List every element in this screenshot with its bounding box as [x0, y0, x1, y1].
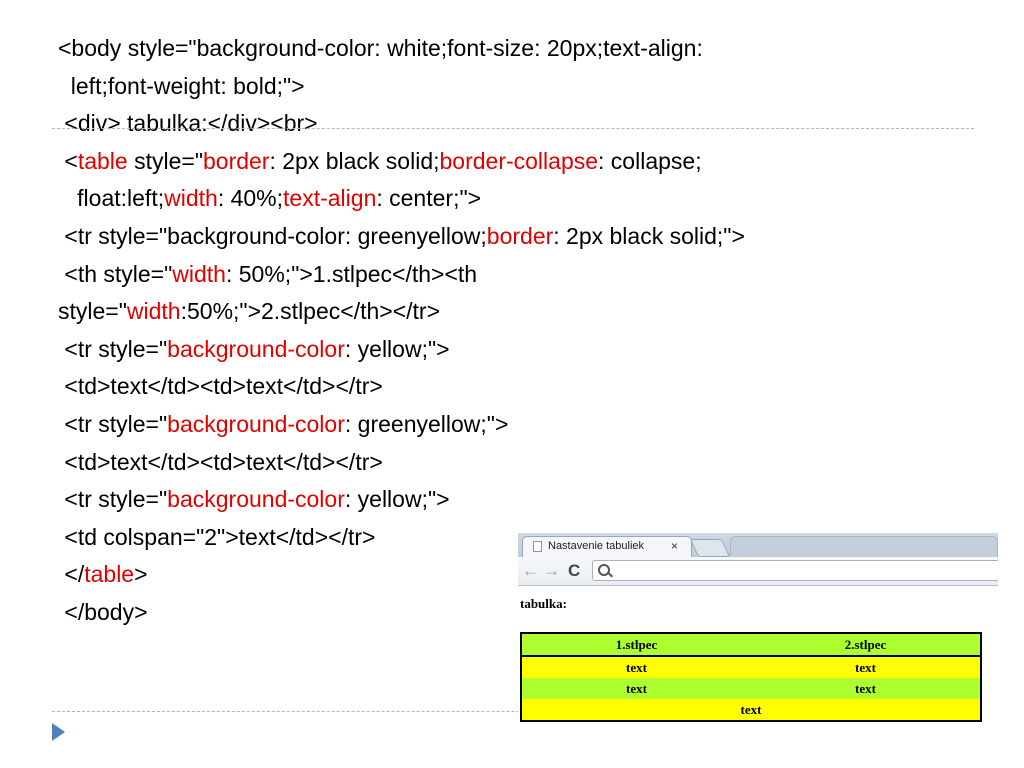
table-cell: text: [626, 680, 647, 696]
code-line: <tr style="background-color: greenyellow…: [58, 218, 745, 256]
page-label: tabulka:: [520, 596, 567, 611]
code-keyword: background-color: [167, 486, 345, 513]
code-line: style="width:50%;">2.stlpec</th></tr>: [58, 293, 745, 331]
code-line: <td>text</td><td>text</td></tr>: [58, 368, 745, 406]
code-keyword: table: [84, 561, 135, 588]
code-text: : greenyellow;">: [344, 410, 509, 437]
code-text: : collapse;: [598, 147, 702, 174]
code-text: <: [58, 147, 78, 174]
address-bar[interactable]: [592, 560, 998, 581]
tab-close-icon[interactable]: ×: [671, 539, 679, 553]
table-row: text: [521, 699, 981, 721]
code-line: <td>text</td><td>text</td></tr>: [58, 444, 745, 482]
code-text: >: [134, 561, 148, 588]
code-line: float:left;width: 40%;text-align: center…: [58, 180, 745, 218]
code-line: <tr style="background-color: yellow;">: [58, 481, 745, 519]
browser-tab-strip: Nastavenie tabuliek ×: [518, 533, 998, 557]
table-row: text text: [521, 656, 981, 678]
code-keyword: border: [486, 222, 554, 249]
tab-title: Nastavenie tabuliek: [548, 540, 645, 552]
search-icon: [598, 564, 610, 576]
code-keyword: border-collapse: [439, 147, 599, 174]
forward-arrow-icon[interactable]: →: [543, 561, 560, 580]
code-text: <tr style=": [58, 486, 168, 513]
code-text: <body style="background-color: white;fon…: [58, 35, 703, 61]
code-line: left;font-weight: bold;">: [58, 68, 745, 106]
code-line: </table>: [58, 556, 745, 594]
code-text: : center;">: [376, 185, 482, 212]
code-text: <div> tabulka:</div><br>: [58, 110, 318, 137]
code-keyword: width: [126, 298, 181, 325]
code-text: : 40%;: [217, 185, 284, 212]
table-cell: text: [626, 659, 647, 675]
table-cell: text: [855, 680, 876, 696]
code-listing: <body style="background-color: white;fon…: [58, 30, 745, 632]
code-text: left;font-weight: bold;">: [58, 72, 305, 99]
code-text: </body>: [58, 598, 148, 625]
code-text: <tr style=": [58, 410, 168, 437]
code-line: <table style="border: 2px black solid;bo…: [58, 143, 745, 181]
code-text: <th style=": [58, 260, 173, 287]
code-text: <td>text</td><td>text</td></tr>: [58, 448, 383, 475]
bullet-triangle-icon: [52, 723, 65, 741]
code-text: :50%;">2.stlpec</th></tr>: [180, 298, 441, 325]
table-header-cell: 2.stlpec: [844, 636, 887, 652]
browser-tab[interactable]: Nastavenie tabuliek ×: [522, 536, 692, 557]
code-line: <div> tabulka:</div><br>: [58, 105, 745, 143]
page-icon: [533, 541, 542, 552]
code-text: : yellow;">: [344, 335, 450, 362]
code-keyword: width: [172, 260, 226, 287]
code-text: style=": [127, 147, 203, 174]
code-keyword: table: [77, 147, 128, 174]
code-line: <th style="width: 50%;">1.stlpec</th><th: [58, 256, 745, 294]
code-text: float:left;: [58, 185, 165, 212]
code-keyword: width: [164, 185, 218, 212]
divider-top: [52, 128, 974, 129]
code-keyword: background-color: [167, 410, 345, 437]
code-line: </body>: [58, 594, 745, 632]
back-arrow-icon[interactable]: ←: [522, 561, 539, 580]
code-line: <td colspan="2">text</td></tr>: [58, 519, 745, 557]
code-line: <tr style="background-color: yellow;">: [58, 331, 745, 369]
code-line: <tr style="background-color: greenyellow…: [58, 406, 745, 444]
table-cell: text: [855, 659, 876, 675]
table-header-row: 1.stlpec 2.stlpec: [521, 633, 981, 656]
code-text: : 2px black solid;">: [553, 222, 745, 249]
code-keyword: border: [202, 147, 270, 174]
code-text: : 50%;">1.stlpec</th><th: [225, 260, 478, 287]
code-text: <td colspan="2">text</td></tr>: [58, 523, 376, 550]
code-text: : yellow;">: [344, 486, 450, 513]
code-line: <body style="background-color: white;fon…: [58, 30, 745, 68]
new-tab-button[interactable]: [689, 539, 731, 557]
table-header-cell: 1.stlpec: [615, 636, 658, 652]
demo-table: 1.stlpec 2.stlpec text text text text text: [520, 632, 982, 722]
divider-bottom: [52, 711, 974, 712]
code-text: <tr style=": [58, 335, 168, 362]
code-text: : 2px black solid;: [269, 147, 440, 174]
code-keyword: text-align: [283, 185, 377, 212]
code-text: </: [58, 561, 85, 588]
background-tab[interactable]: [730, 536, 998, 557]
browser-screenshot: Nastavenie tabuliek × ← → C tabulka: 1.s…: [518, 533, 998, 729]
table-row: text text: [521, 678, 981, 699]
code-keyword: background-color: [167, 335, 345, 362]
table-cell: text: [740, 701, 762, 717]
browser-toolbar: ← → C: [518, 557, 998, 586]
code-text: style=": [58, 298, 127, 325]
reload-icon[interactable]: C: [568, 561, 581, 580]
code-text: <td>text</td><td>text</td></tr>: [58, 373, 383, 400]
code-text: <tr style="background-color: greenyellow…: [58, 222, 487, 249]
